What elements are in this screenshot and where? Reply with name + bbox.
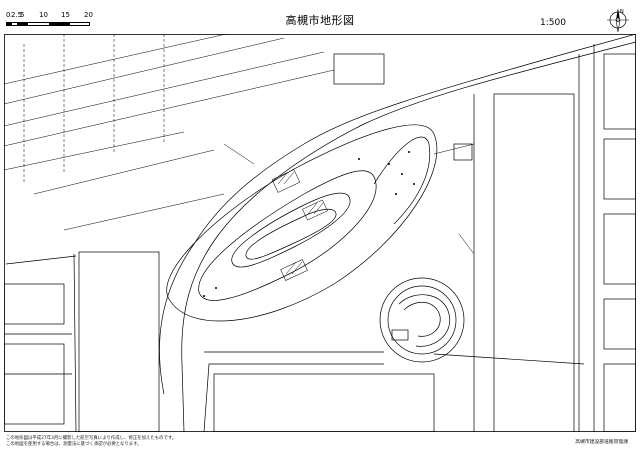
railway-lines	[4, 34, 335, 231]
trees	[203, 151, 415, 297]
plaza-roads	[223, 143, 475, 255]
scale-ratio: 1:500	[540, 18, 566, 28]
scale-tick-label: 10	[39, 11, 48, 19]
road-outlines	[4, 34, 636, 432]
buildings	[4, 53, 636, 432]
map-canvas	[4, 34, 636, 432]
publisher: 高槻市建設部道路管理課	[575, 440, 628, 445]
scale-tick-label: 0	[6, 11, 11, 19]
stairs	[271, 169, 328, 281]
scale-bar: 0 2.5 5 10 15 20	[6, 11, 102, 35]
circular-plaza	[379, 277, 465, 363]
scale-tick-label: 2.5	[11, 11, 23, 19]
scale-bar-graphic	[6, 22, 90, 26]
map-title: 高槻市地形図	[285, 14, 355, 27]
rotary-islands	[166, 124, 438, 322]
scale-tick-label: 5	[20, 11, 25, 19]
map-note: この地形図は平成27年3月に撮影した航空写真により作成し、修正を加えたものです。	[6, 436, 177, 441]
scale-tick-label: 20	[84, 11, 93, 19]
compass-label: N	[620, 9, 624, 15]
map-note: この地図を使用する場合は、測量法に基づく承認が必要となります。	[6, 442, 142, 447]
north-arrow-icon: N	[604, 5, 632, 33]
scale-tick-label: 15	[61, 11, 70, 19]
